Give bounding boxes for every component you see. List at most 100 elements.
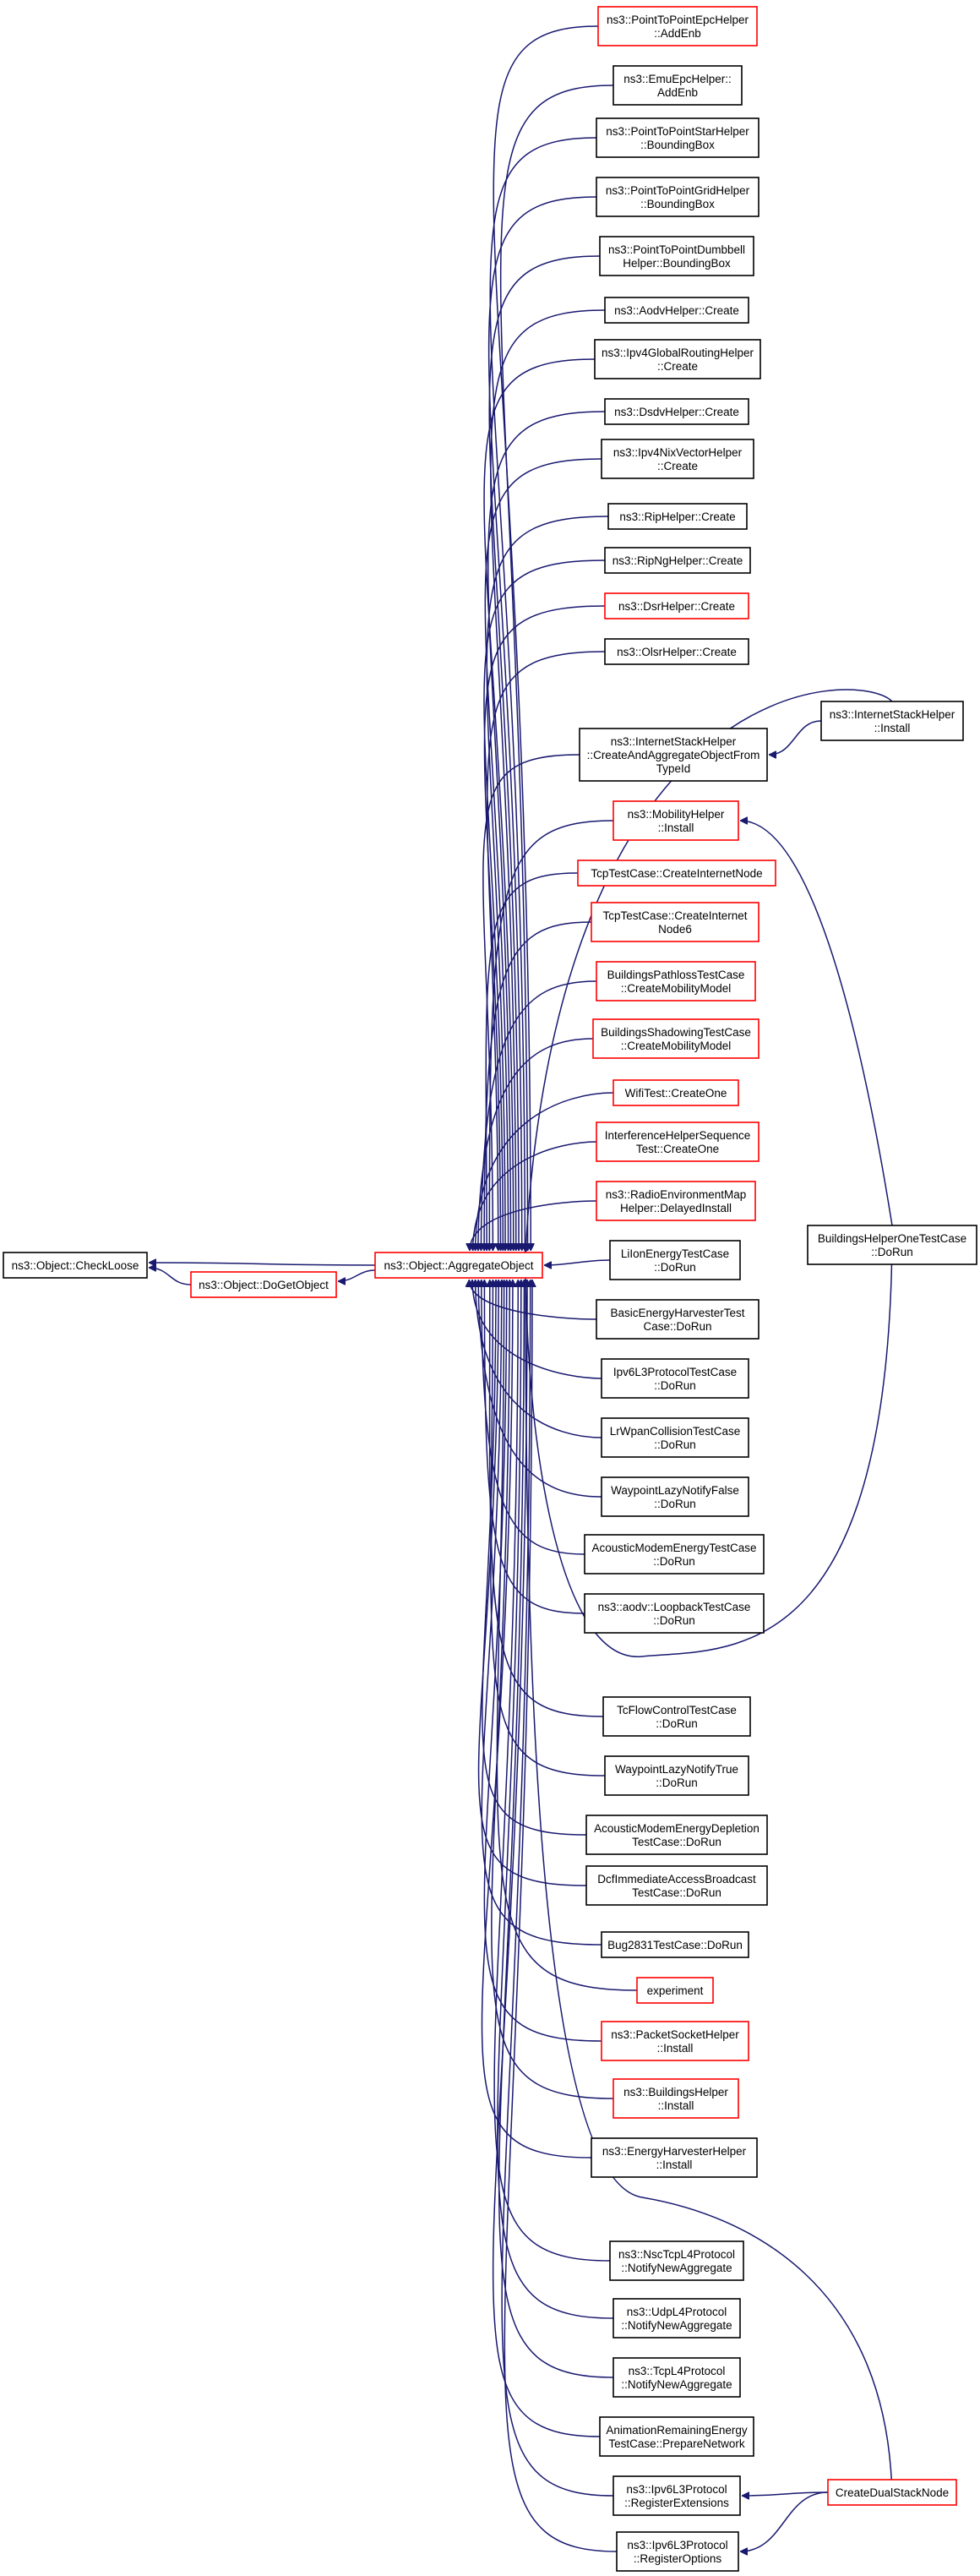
node-n16[interactable]: TcpTestCase::CreateInternetNode: [577, 860, 776, 887]
node-label: ::BoundingBox: [640, 139, 715, 151]
node-label: ns3::NscTcpL4Protocol: [618, 2248, 735, 2261]
node-n43[interactable]: ns3::Ipv6L3Protocol::RegisterExtensions: [612, 2475, 741, 2516]
node-r2[interactable]: BuildingsHelperOneTestCase::DoRun: [807, 1225, 977, 1265]
node-n23[interactable]: LiIonEnergyTestCase::DoRun: [609, 1240, 741, 1280]
node-n10[interactable]: ns3::RipHelper::Create: [607, 503, 748, 530]
node-label: TestCase::DoRun: [632, 1836, 721, 1848]
node-label: ::Create: [657, 460, 698, 472]
node-n19[interactable]: BuildingsShadowingTestCase::CreateMobili…: [592, 1018, 760, 1059]
node-label: TcpTestCase::CreateInternet: [602, 909, 747, 922]
node-n40[interactable]: ns3::UdpL4Protocol::NotifyNewAggregate: [612, 2298, 741, 2339]
node-box: [584, 1593, 765, 1634]
node-n18[interactable]: BuildingsPathlossTestCase::CreateMobilit…: [596, 961, 756, 1001]
node-n42[interactable]: AnimationRemainingEnergyTestCase::Prepar…: [599, 2416, 754, 2457]
node-r3[interactable]: CreateDualStackNode: [827, 2479, 957, 2506]
node-n14[interactable]: ns3::InternetStackHelper::CreateAndAggre…: [579, 728, 768, 782]
node-label: ns3::Object::CheckLoose: [12, 1259, 139, 1272]
node-n36[interactable]: ns3::PacketSocketHelper::Install: [601, 2021, 749, 2061]
node-n37[interactable]: ns3::BuildingsHelper::Install: [612, 2078, 739, 2119]
node-n20[interactable]: WifiTest::CreateOne: [612, 1079, 739, 1106]
edge-n21-to-aggregate: [473, 1141, 597, 1251]
node-label: DcfImmediateAccessBroadcast: [597, 1873, 756, 1886]
node-label: WaypointLazyNotifyFalse: [611, 1484, 739, 1497]
edge-n23-to-aggregate: [544, 1259, 611, 1265]
node-n35[interactable]: experiment: [636, 1977, 714, 2004]
node-aggregate[interactable]: ns3::Object::AggregateObject: [374, 1252, 543, 1279]
node-box: [585, 1865, 768, 1906]
node-n25[interactable]: Ipv6L3ProtocolTestCase::DoRun: [601, 1358, 749, 1399]
node-n26[interactable]: LrWpanCollisionTestCase::DoRun: [601, 1417, 749, 1458]
node-box: [3, 1252, 148, 1279]
node-n22[interactable]: ns3::RadioEnvironmentMapHelper::DelayedI…: [596, 1181, 756, 1221]
node-n33[interactable]: DcfImmediateAccessBroadcastTestCase::DoR…: [585, 1865, 768, 1906]
edge-n28-to-aggregate: [482, 1280, 585, 1555]
node-box: [827, 2479, 957, 2506]
node-label: ::Install: [658, 821, 694, 834]
node-n04[interactable]: ns3::PointToPointGridHelper::BoundingBox: [596, 177, 760, 217]
node-n39[interactable]: ns3::NscTcpL4Protocol::NotifyNewAggregat…: [609, 2240, 744, 2281]
node-label: Bug2831TestCase::DoRun: [607, 1939, 743, 1951]
node-label: ns3::OlsrHelper::Create: [617, 646, 737, 658]
node-label: ::DoRun: [654, 1379, 696, 1392]
node-box: [599, 2416, 754, 2457]
node-n12[interactable]: ns3::DsrHelper::Create: [604, 592, 749, 619]
node-box: [374, 1252, 543, 1279]
node-n32[interactable]: AcousticModemEnergyDepletionTestCase::Do…: [585, 1815, 768, 1855]
node-label: TcpTestCase::CreateInternetNode: [591, 867, 762, 880]
edge-n35-to-aggregate: [496, 1280, 638, 1991]
node-r1[interactable]: ns3::InternetStackHelper::Install: [820, 701, 964, 741]
node-n38[interactable]: ns3::EnergyHarvesterHelper::Install: [591, 2137, 758, 2178]
edge-n15-to-aggregate: [489, 820, 614, 1251]
node-label: ::DoRun: [654, 1261, 696, 1274]
node-n11[interactable]: ns3::RipNgHelper::Create: [604, 547, 751, 574]
node-box: [604, 297, 749, 324]
node-box: [601, 2021, 749, 2061]
node-label: ns3::Ipv4GlobalRoutingHelper: [602, 347, 754, 359]
node-box: [612, 2298, 741, 2339]
node-n02[interactable]: ns3::EmuEpcHelper::AddEnb: [612, 65, 743, 106]
node-label: Ipv6L3ProtocolTestCase: [613, 1366, 737, 1378]
node-n44[interactable]: ns3::Ipv6L3Protocol::RegisterOptions: [616, 2531, 739, 2572]
node-label: ns3::MobilityHelper: [628, 808, 725, 821]
node-n08[interactable]: ns3::DsdvHelper::Create: [604, 398, 749, 425]
node-label: ::CreateAndAggregateObjectFrom: [587, 749, 760, 761]
node-n07[interactable]: ns3::Ipv4GlobalRoutingHelper::Create: [594, 339, 761, 379]
node-label: ns3::RadioEnvironmentMap: [606, 1188, 747, 1201]
node-box: [597, 6, 758, 46]
node-n03[interactable]: ns3::PointToPointStarHelper::BoundingBox: [596, 117, 760, 158]
node-box: [636, 1977, 714, 2004]
node-label: ::DoRun: [656, 1776, 698, 1789]
node-n21[interactable]: InterferenceHelperSequenceTest::CreateOn…: [596, 1122, 760, 1162]
edge-n43-to-aggregate: [501, 1280, 614, 2497]
node-n29[interactable]: ns3::aodv::LoopbackTestCase::DoRun: [584, 1593, 765, 1634]
node-label: ns3::InternetStackHelper: [830, 708, 956, 721]
node-n05[interactable]: ns3::PointToPointDumbbellHelper::Boundin…: [599, 236, 754, 276]
node-n01[interactable]: ns3::PointToPointEpcHelper::AddEnb: [597, 6, 758, 46]
node-n30[interactable]: TcFlowControlTestCase::DoRun: [602, 1696, 751, 1737]
node-n13[interactable]: ns3::OlsrHelper::Create: [604, 638, 749, 665]
node-label: CreateDualStackNode: [836, 2486, 949, 2499]
node-n28[interactable]: AcousticModemEnergyTestCase::DoRun: [584, 1534, 765, 1575]
node-box: [592, 1018, 760, 1059]
node-n06[interactable]: ns3::AodvHelper::Create: [604, 297, 749, 324]
node-label: ns3::Object::DoGetObject: [199, 1279, 329, 1291]
node-label: AcousticModemEnergyTestCase: [591, 1542, 756, 1554]
node-box: [612, 1079, 739, 1106]
node-dogetobject[interactable]: ns3::Object::DoGetObject: [190, 1271, 337, 1298]
node-n27[interactable]: WaypointLazyNotifyFalse::DoRun: [601, 1476, 749, 1517]
node-n41[interactable]: ns3::TcpL4Protocol::NotifyNewAggregate: [612, 2357, 741, 2398]
node-n15[interactable]: ns3::MobilityHelper::Install: [612, 800, 739, 841]
node-root[interactable]: ns3::Object::CheckLoose: [3, 1252, 148, 1279]
node-label: ::NotifyNewAggregate: [621, 2378, 732, 2391]
node-n34[interactable]: Bug2831TestCase::DoRun: [601, 1931, 749, 1958]
node-label: ::DoRun: [656, 1717, 698, 1730]
node-label: WaypointLazyNotifyTrue: [615, 1763, 738, 1776]
node-label: ::DoRun: [653, 1555, 695, 1568]
node-n31[interactable]: WaypointLazyNotifyTrue::DoRun: [604, 1755, 749, 1796]
node-label: Helper::DelayedInstall: [620, 1202, 732, 1214]
node-n09[interactable]: ns3::Ipv4NixVectorHelper::Create: [601, 439, 754, 479]
node-label: LiIonEnergyTestCase: [621, 1247, 729, 1260]
